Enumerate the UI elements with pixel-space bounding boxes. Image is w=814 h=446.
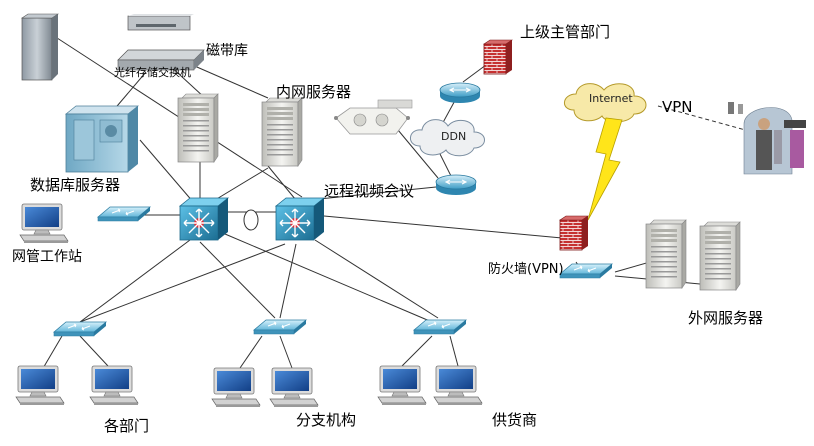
nms-workstation-icon [19, 203, 69, 244]
fc-switch-label: 光纤存储交换机 [114, 66, 191, 79]
departments-label: 各部门 [104, 417, 150, 435]
external-server-2-icon [699, 221, 741, 291]
nms-workstation-label: 网管工作站 [12, 249, 82, 265]
dmz-access-switch-icon [559, 263, 613, 279]
vpn-remote-user-icon [728, 102, 806, 175]
external-servers-label: 外网服务器 [688, 309, 764, 327]
core-switch-2-icon [275, 197, 325, 241]
wan-router-icon [435, 174, 477, 196]
dept-access-switch-icon [53, 321, 107, 337]
video-conference-equipment-icon [334, 99, 413, 135]
vpn-label: VPN [662, 98, 693, 116]
suppliers-label: 供货商 [492, 411, 538, 429]
intranet-server-1-icon [177, 93, 219, 163]
superior-dept-router-icon [439, 82, 481, 104]
core-switch-1-icon [179, 197, 229, 241]
remote-video-label: 远程视频会议 [324, 182, 415, 200]
dept-pc-2-icon [89, 365, 139, 406]
firewall-label: 防火墙(VPN) [488, 262, 564, 277]
ddn-cloud-icon [410, 119, 485, 157]
superior-dept-firewall-icon [483, 39, 513, 75]
branch-pc-1-icon [211, 367, 261, 408]
branch-access-switch-icon [253, 319, 307, 335]
internet-cloud-icon [564, 83, 647, 123]
internet-label: Internet [589, 92, 633, 105]
database-server-icon [65, 105, 139, 173]
connection-lines [41, 35, 761, 371]
supplier-pc-1-icon [377, 365, 427, 406]
fc-storage-switch-icon [117, 49, 205, 71]
external-server-1-icon [645, 219, 687, 289]
database-server-label: 数据库服务器 [30, 176, 121, 194]
dept-pc-1-icon [15, 365, 65, 406]
branch-pc-2-icon [269, 367, 319, 408]
supplier-access-switch-icon [413, 319, 467, 335]
tape-library-label: 磁带库 [206, 43, 248, 59]
storage-cabinet-icon [21, 13, 59, 81]
nms-access-switch-icon [97, 206, 151, 222]
dmz-firewall-icon [559, 215, 589, 251]
ddn-label: DDN [441, 130, 467, 143]
supplier-pc-2-icon [433, 365, 483, 406]
link-aggregation-ring [243, 209, 259, 231]
superior-dept-label: 上级主管部门 [520, 23, 611, 41]
tape-library-icon [127, 14, 194, 31]
intranet-servers-label: 内网服务器 [276, 83, 352, 101]
branches-label: 分支机构 [296, 411, 357, 429]
lightning-link-icon [587, 117, 623, 221]
intranet-server-2-icon [261, 97, 303, 167]
